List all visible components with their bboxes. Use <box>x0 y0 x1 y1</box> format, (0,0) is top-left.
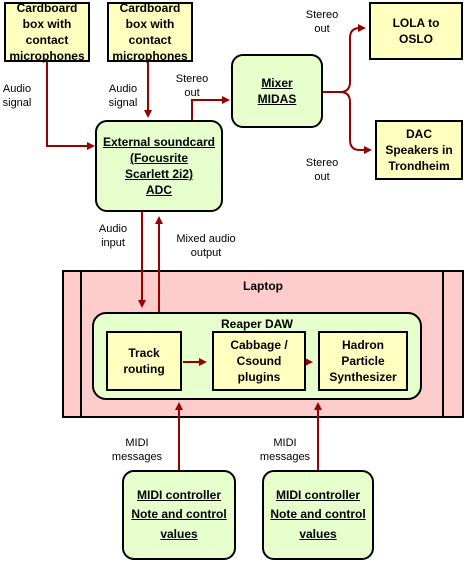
stereo-out-2-line-2: out <box>314 23 330 36</box>
track-routing-line-1: Track <box>128 345 160 360</box>
track-routing-line-2: routing <box>123 362 165 376</box>
label-audio-signal-1: Audio signal <box>0 82 34 111</box>
laptop-label: Laptop <box>243 279 283 293</box>
midi2-line-1: MIDI controller <box>275 488 360 503</box>
mixer-midas: Mixer MIDAS <box>231 54 323 128</box>
midi-controller-2: MIDI controller Note and control values <box>262 470 374 560</box>
edge-mixer-lola <box>322 24 366 93</box>
label-audio-signal-2: Audio signal <box>104 82 142 111</box>
label-stereo-out-dac: Stereo out <box>302 156 342 185</box>
cardboard-2-line-3: contact <box>128 33 172 47</box>
cardboard-2-line-2: box with <box>125 16 175 31</box>
midi2-line-2: Note and control <box>270 507 366 522</box>
label-audio-input: Audio input <box>94 222 132 251</box>
edge-soundcard-mixer <box>191 96 230 128</box>
cabbage-line-1: Cabbage / <box>230 337 288 352</box>
laptop-right-rail <box>442 270 444 418</box>
track-routing-box: Track routing <box>106 331 182 391</box>
hadron-line-3: Synthesizer <box>329 370 397 385</box>
cardboard-1-line-3: contact <box>25 33 69 47</box>
hadron-synth-box: Hadron Particle Synthesizer <box>318 331 408 391</box>
cardboard-box-1: Cardboard box with contact microphones <box>4 0 90 64</box>
cardboard-1-line-4: microphones <box>9 49 85 64</box>
mixer-line-1: Mixer <box>261 75 293 90</box>
midi1-line-3: values <box>160 526 198 541</box>
mixer-line-2: MIDAS <box>257 92 297 106</box>
lola-line-2: OSLO <box>398 32 433 46</box>
hadron-line-1: Hadron <box>341 337 384 352</box>
mixed-audio-line-2: output <box>190 247 222 260</box>
cardboard-1-line-1: Cardboard <box>16 0 78 15</box>
cardboard-2-line-4: microphones <box>112 49 188 64</box>
lola-line-1: LOLA to <box>392 15 440 30</box>
cardboard-1-line-2: box with <box>22 16 72 31</box>
cabbage-line-3: plugins <box>237 370 281 385</box>
midi2-line-3: values <box>299 526 337 541</box>
mixed-audio-line-1: Mixed audio <box>176 233 236 245</box>
label-stereo-out-soundcard: Stereo out <box>172 72 212 101</box>
midi1-line-1: MIDI controller <box>136 488 221 503</box>
hadron-line-2: Particle <box>341 353 385 368</box>
cardboard-box-2: Cardboard box with contact microphones <box>107 0 193 64</box>
cabbage-line-2: Csound <box>236 353 282 368</box>
stereo-out-2-line-1: Stereo <box>305 9 339 21</box>
label-midi-messages-2: MIDI messages <box>254 436 316 465</box>
dac-speakers-trondheim: DAC Speakers in Trondheim <box>375 120 463 180</box>
edge-box1-soundcard <box>46 62 95 150</box>
soundcard-line-4: ADC <box>146 183 172 198</box>
audio-signal-1-line-2: signal <box>2 97 32 110</box>
stereo-out-3-line-1: Stereo <box>305 157 339 169</box>
midi1-line-2: Note and control <box>131 507 227 522</box>
reaper-daw-label: Reaper DAW <box>220 317 294 331</box>
dac-line-1: DAC <box>406 126 432 141</box>
midi-msg-1-line-1: MIDI <box>125 437 149 449</box>
audio-signal-1-line-1: Audio <box>2 83 32 95</box>
midi-msg-2-line-2: messages <box>259 451 311 464</box>
soundcard-line-3: Scarlett 2i2) <box>124 167 194 181</box>
soundcard-line-1: External soundcard <box>102 134 216 149</box>
label-mixed-audio-output: Mixed audio output <box>170 232 242 261</box>
cardboard-2-line-1: Cardboard <box>119 0 181 15</box>
dac-line-2: Speakers in <box>385 142 453 157</box>
audio-input-line-1: Audio <box>98 223 128 235</box>
cabbage-csound-box: Cabbage / Csound plugins <box>212 331 306 391</box>
stereo-out-1-line-2: out <box>184 87 200 100</box>
soundcard-line-2: (Focusrite <box>129 150 188 165</box>
label-midi-messages-1: MIDI messages <box>106 436 168 465</box>
midi-controller-1: MIDI controller Note and control values <box>122 470 236 560</box>
audio-signal-2-line-1: Audio <box>108 83 138 95</box>
audio-input-line-2: input <box>101 237 125 250</box>
midi-msg-1-line-2: messages <box>111 451 163 464</box>
dac-line-3: Trondheim <box>388 159 450 174</box>
label-stereo-out-lola: Stereo out <box>302 8 342 37</box>
midi-msg-2-line-1: MIDI <box>273 437 297 449</box>
laptop-left-rail <box>80 270 82 418</box>
audio-signal-2-line-2: signal <box>108 97 138 110</box>
lola-to-oslo: LOLA to OSLO <box>369 2 463 60</box>
stereo-out-3-line-2: out <box>314 171 330 184</box>
stereo-out-1-line-1: Stereo <box>175 73 209 85</box>
edge-mixer-dac <box>322 91 372 154</box>
external-soundcard: External soundcard (Focusrite Scarlett 2… <box>95 120 223 212</box>
